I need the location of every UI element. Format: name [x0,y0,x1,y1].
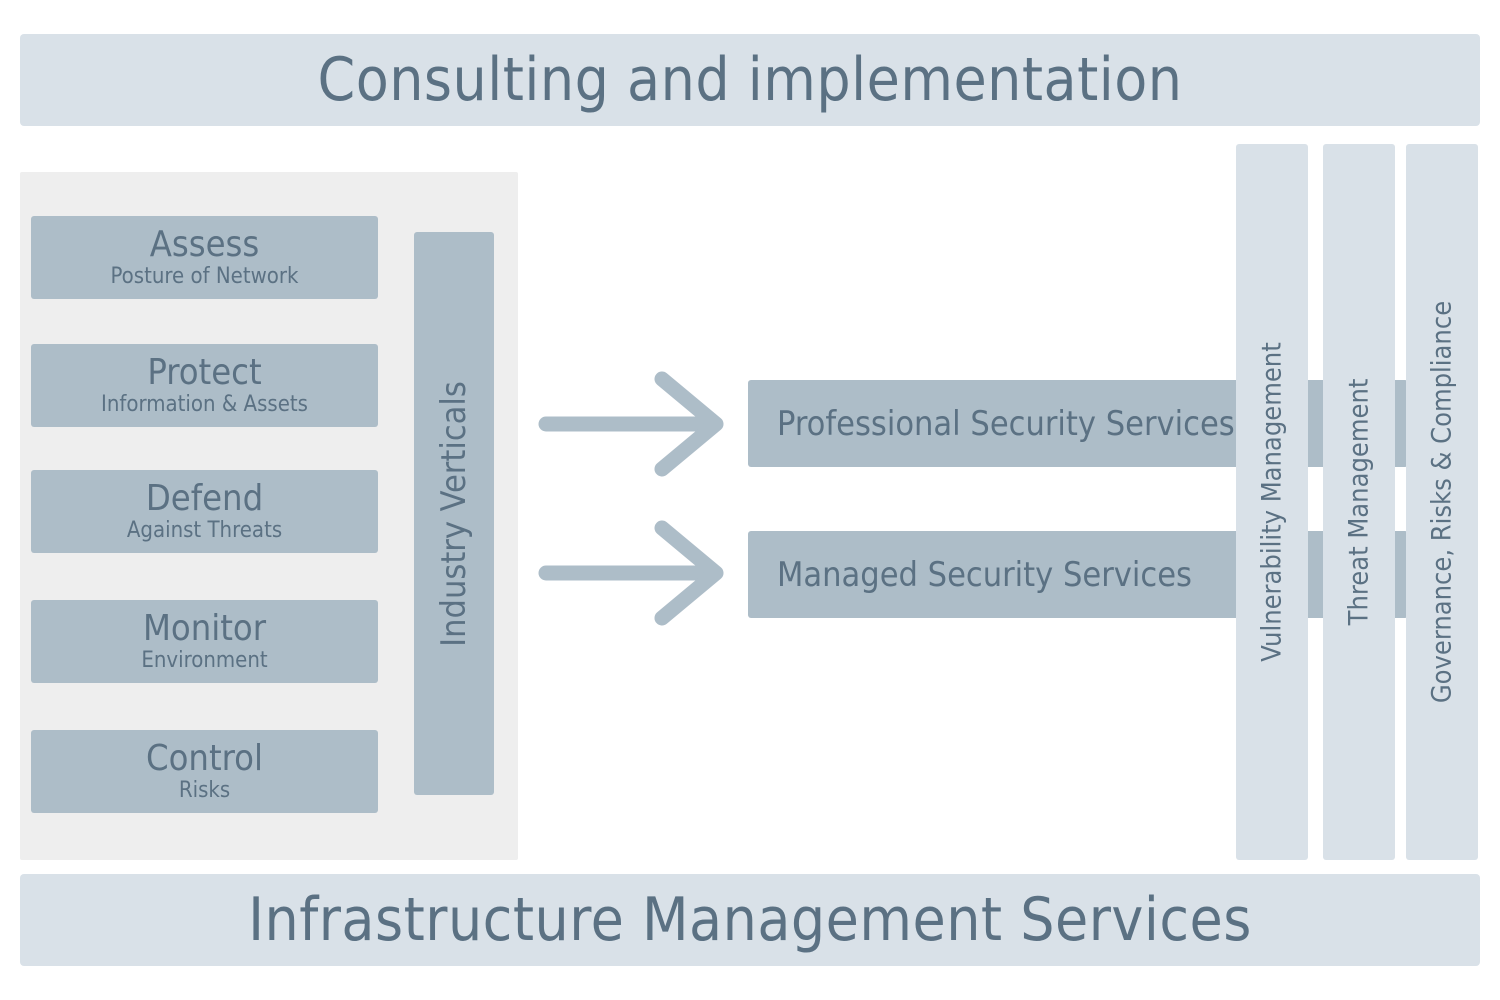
phase-subtitle: Information & Assets [101,392,308,417]
governance-risks-compliance-column: Governance, Risks & Compliance [1406,144,1478,860]
phases-panel: Assess Posture of Network Protect Inform… [20,172,518,860]
phase-title: Protect [147,352,262,393]
phase-subtitle: Posture of Network [110,264,299,289]
phase-title: Defend [145,478,264,519]
phase-title: Monitor [142,608,267,649]
phase-title: Assess [149,224,260,265]
phase-subtitle: Environment [141,648,268,673]
column-label: Governance, Risks & Compliance [1426,300,1458,704]
phase-defend: Defend Against Threats [31,470,378,553]
industry-verticals-bar: Industry Verticals [414,232,494,795]
service-label: Professional Security Services [777,403,1235,444]
phase-subtitle: Against Threats [126,518,283,543]
column-label: Threat Management [1343,378,1375,626]
phase-title: Control [146,738,263,779]
phase-subtitle: Risks [178,778,231,803]
threat-management-column: Threat Management [1323,144,1395,860]
column-label: Vulnerability Management [1256,342,1288,662]
bottom-banner: Infrastructure Management Services [20,874,1480,966]
industry-verticals-label: Industry Verticals [434,380,474,647]
service-label: Managed Security Services [777,554,1192,595]
vulnerability-management-column: Vulnerability Management [1236,144,1308,860]
top-banner-title: Consulting and implementation [317,45,1183,115]
phase-monitor: Monitor Environment [31,600,378,683]
arrow-right-icon [538,371,724,477]
managed-security-services-bar: Managed Security Services [748,531,1408,618]
phase-control: Control Risks [31,730,378,813]
top-banner: Consulting and implementation [20,34,1480,126]
arrow-right-icon [538,520,724,626]
phase-assess: Assess Posture of Network [31,216,378,299]
phase-protect: Protect Information & Assets [31,344,378,427]
bottom-banner-title: Infrastructure Management Services [248,885,1252,955]
professional-security-services-bar: Professional Security Services [748,380,1408,467]
